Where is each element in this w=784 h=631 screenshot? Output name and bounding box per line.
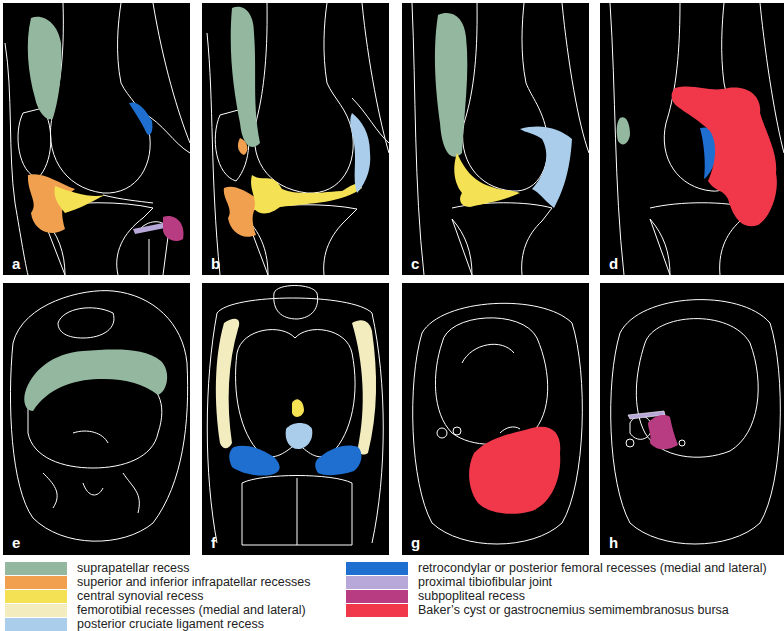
panel-letter: h — [609, 535, 618, 551]
legend-text: femorotibial recesses (medial and latera… — [77, 603, 306, 618]
axial-panel — [3, 283, 190, 555]
panel-letter: b — [211, 256, 220, 272]
legend-text: proximal tibiofibular joint — [418, 575, 552, 590]
sagittal-panel — [202, 3, 389, 275]
legend-swatch — [346, 562, 408, 575]
panel-letter: d — [609, 256, 618, 272]
sagittal-panel — [600, 3, 784, 275]
axial-panel — [402, 283, 589, 555]
knee-illustration — [0, 0, 784, 560]
legend-swatch — [346, 576, 408, 589]
legend-swatch — [5, 576, 67, 589]
axial-panel — [202, 283, 389, 555]
legend-text: posterior cruciate ligament recess — [77, 617, 264, 631]
legend-text: subpopliteal recess — [418, 589, 525, 604]
panel-letter: c — [411, 256, 419, 272]
panel-letter: a — [12, 256, 20, 272]
legend-text: retrocondylar or posterior femoral reces… — [418, 561, 767, 576]
panel-letter: g — [411, 535, 420, 551]
legend-swatch — [5, 618, 67, 631]
sagittal-panel — [402, 3, 589, 275]
legend-text: Baker’s cyst or gastrocnemius semimembra… — [418, 603, 729, 618]
axial-panel — [600, 283, 784, 555]
legend-text: central synovial recess — [77, 589, 203, 604]
legend-text: suprapatellar recess — [77, 561, 190, 576]
legend-swatch — [5, 590, 67, 603]
legend-swatch — [346, 604, 408, 617]
legend-swatch — [346, 590, 408, 603]
legend-text: superior and inferior infrapatellar rece… — [77, 575, 310, 590]
panel-letter: e — [12, 535, 20, 551]
sagittal-panel — [3, 3, 190, 275]
legend-swatch — [5, 604, 67, 617]
panel-letter: f — [211, 535, 216, 551]
legend-swatch — [5, 562, 67, 575]
